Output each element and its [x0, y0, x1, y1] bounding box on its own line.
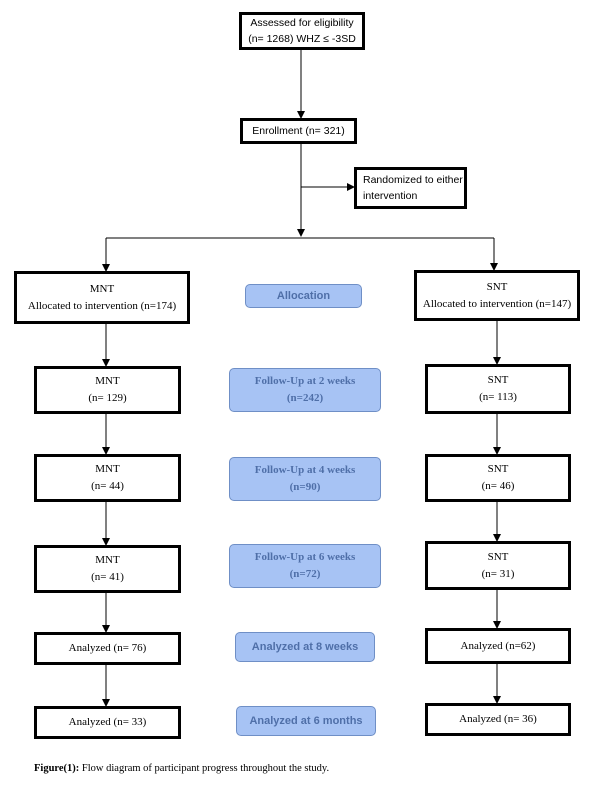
mnt-2wk-line1: MNT	[95, 375, 120, 387]
snt-2wk-box: SNT (n= 113)	[425, 364, 571, 414]
mnt-4wk-line1: MNT	[95, 463, 120, 475]
stage-followup-6wk: Follow-Up at 6 weeks (n=72)	[229, 544, 381, 588]
snt-analyzed-6mo-label: Analyzed (n= 36)	[459, 713, 537, 725]
stage-allocation: Allocation	[245, 284, 362, 308]
mnt-6wk-line1: MNT	[95, 554, 120, 566]
randomized-box: Randomized to either intervention	[354, 167, 467, 209]
mnt-6wk-line2: (n= 41)	[91, 571, 124, 583]
mnt-allocated-line1: MNT	[89, 282, 115, 295]
mnt-4wk-box: MNT (n= 44)	[34, 454, 181, 502]
snt-6wk-line1: SNT	[487, 550, 509, 563]
stage-followup-4wk-line2: (n=90)	[289, 481, 321, 493]
stage-analyzed-8wk-label: Analyzed at 8 weeks	[251, 641, 359, 653]
enrollment-label: Enrollment (n= 321)	[252, 125, 345, 137]
snt-4wk-line1: SNT	[487, 463, 509, 475]
snt-4wk-box: SNT (n= 46)	[425, 454, 571, 502]
stage-followup-2wk-line1: Follow-Up at 2 weeks	[254, 375, 356, 387]
snt-analyzed-8wk-label: Analyzed (n=62)	[460, 639, 536, 652]
caption-label: Figure(1):	[34, 763, 80, 774]
snt-allocated-box: SNT Allocated to intervention (n=147)	[414, 270, 580, 321]
mnt-analyzed-6mo-box: Analyzed (n= 33)	[34, 706, 181, 739]
assessed-line1: Assessed for eligibility	[250, 17, 354, 29]
assessed-line2: (n= 1268) WHZ ≤ -3SD	[248, 33, 356, 45]
stage-followup-2wk: Follow-Up at 2 weeks (n=242)	[229, 368, 381, 412]
mnt-analyzed-6mo-label: Analyzed (n= 33)	[68, 716, 147, 728]
snt-2wk-line2: (n= 113)	[479, 391, 517, 403]
snt-analyzed-8wk-box: Analyzed (n=62)	[425, 628, 571, 664]
stage-followup-4wk: Follow-Up at 4 weeks (n=90)	[229, 457, 381, 501]
snt-6wk-box: SNT (n= 31)	[425, 541, 571, 590]
snt-analyzed-6mo-box: Analyzed (n= 36)	[425, 703, 571, 736]
enrollment-box: Enrollment (n= 321)	[240, 118, 357, 144]
stage-analyzed-8wk: Analyzed at 8 weeks	[235, 632, 375, 662]
snt-4wk-line2: (n= 46)	[481, 480, 515, 492]
stage-followup-6wk-line1: Follow-Up at 6 weeks	[254, 551, 356, 563]
assessed-box: Assessed for eligibility (n= 1268) WHZ ≤…	[239, 12, 365, 50]
mnt-analyzed-8wk-label: Analyzed (n= 76)	[68, 642, 147, 654]
stage-followup-2wk-line2: (n=242)	[286, 392, 324, 404]
mnt-2wk-line2: (n= 129)	[88, 392, 127, 404]
randomized-line1: Randomized to either	[363, 174, 463, 186]
figure-caption: Figure(1): Flow diagram of participant p…	[34, 763, 329, 774]
stage-analyzed-6mo-label: Analyzed at 6 months	[249, 715, 363, 727]
mnt-6wk-box: MNT (n= 41)	[34, 545, 181, 593]
snt-6wk-line2: (n= 31)	[481, 567, 515, 580]
caption-text: Flow diagram of participant progress thr…	[79, 763, 330, 774]
stage-analyzed-6mo: Analyzed at 6 months	[236, 706, 376, 736]
mnt-2wk-box: MNT (n= 129)	[34, 366, 181, 414]
mnt-allocated-box: MNT Allocated to intervention (n=174)	[14, 271, 190, 324]
stage-followup-6wk-line2: (n=72)	[289, 568, 321, 580]
snt-2wk-line1: SNT	[487, 374, 509, 386]
stage-allocation-label: Allocation	[276, 290, 331, 302]
randomized-line2: intervention	[363, 190, 418, 202]
snt-allocated-line1: SNT	[486, 280, 508, 293]
mnt-analyzed-8wk-box: Analyzed (n= 76)	[34, 632, 181, 665]
snt-allocated-line2: Allocated to intervention (n=147)	[422, 297, 572, 310]
stage-followup-4wk-line1: Follow-Up at 4 weeks	[254, 464, 356, 476]
mnt-allocated-line2: Allocated to intervention (n=174)	[27, 299, 177, 312]
mnt-4wk-line2: (n= 44)	[91, 480, 124, 492]
